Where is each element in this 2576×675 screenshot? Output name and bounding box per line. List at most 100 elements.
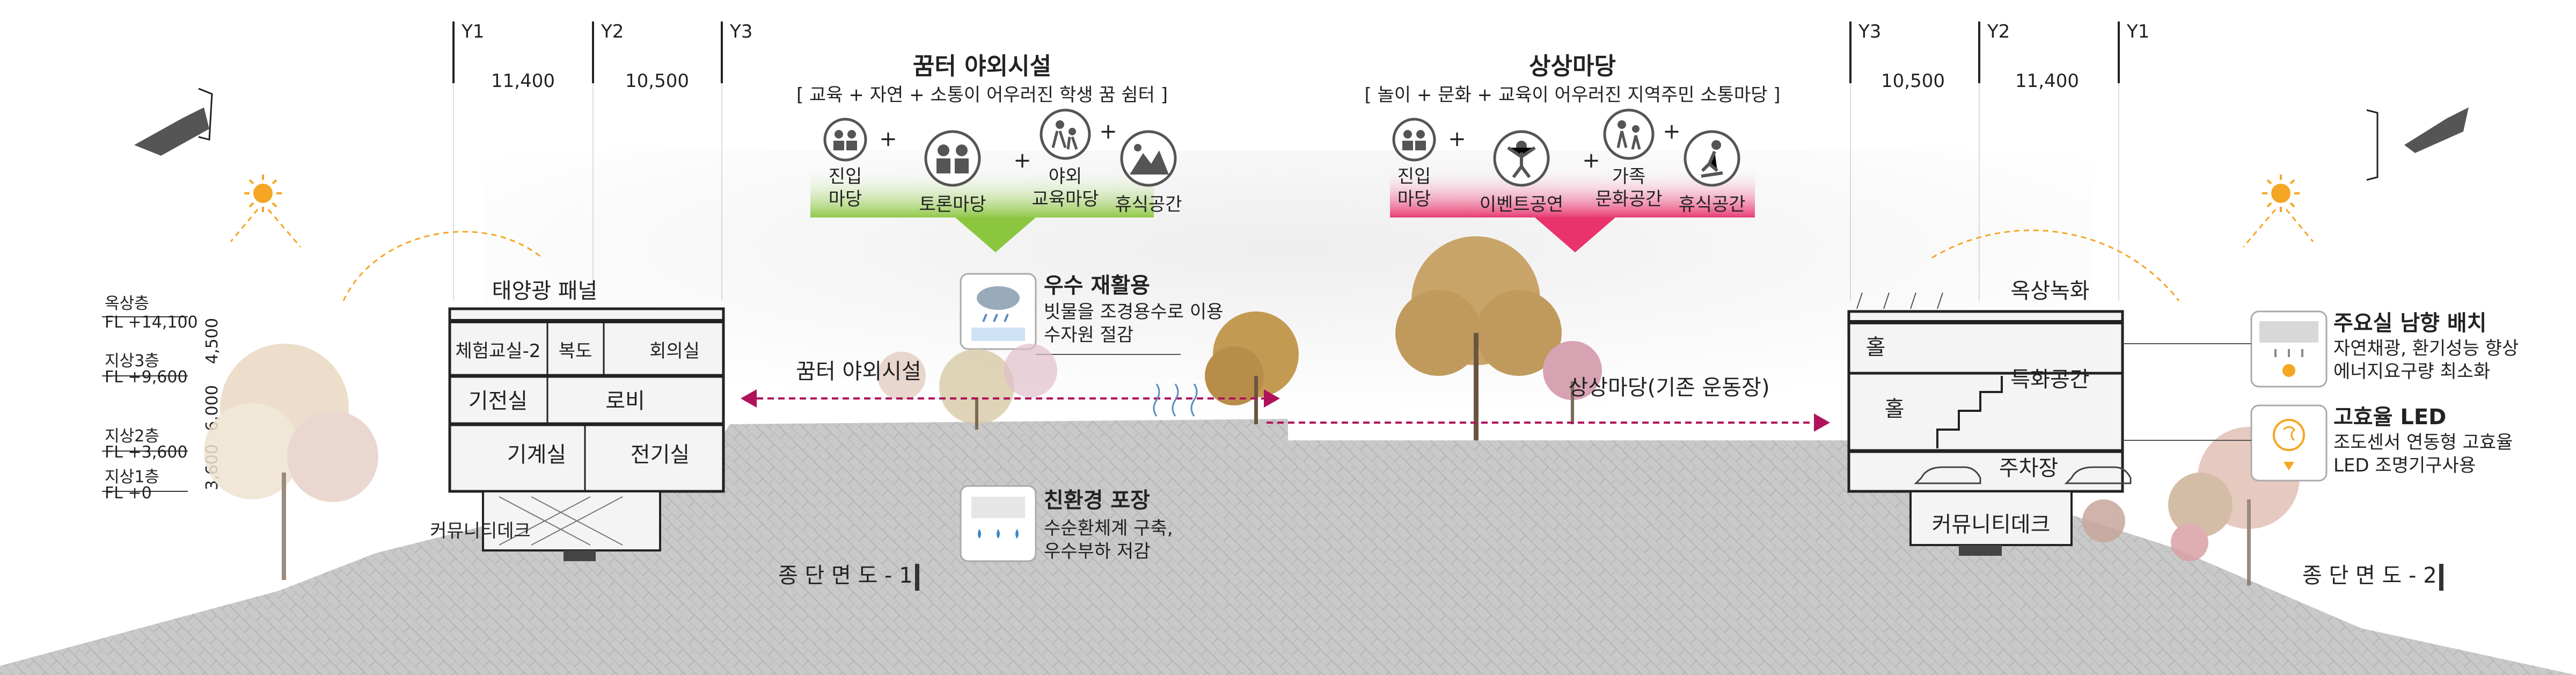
- rainwater-title: 우수 재활용: [1044, 273, 1150, 298]
- paving-title: 친환경 포장: [1044, 488, 1150, 513]
- south-line1: 자연채광, 환기성능 향상: [2333, 338, 2519, 359]
- right-building: [1847, 292, 2132, 556]
- level-roof-name: 옥상층: [105, 294, 149, 313]
- level-roof-fl: FL +14,100: [105, 313, 198, 332]
- height-dim-1: 4,500: [203, 318, 222, 364]
- left-item-1-line1: 진입: [829, 166, 862, 187]
- tree-middle-5: [877, 344, 1057, 400]
- tree-middle-3: [1395, 236, 1562, 440]
- right-zone-label: 상상마당(기존 운동장): [1568, 375, 1769, 400]
- grid-span-right-1: 10,500: [1881, 70, 1945, 92]
- level-1f-fl: FL +0: [105, 484, 152, 503]
- people-pair-icon: [1392, 118, 1436, 162]
- right-item-3-line1: 가족: [1612, 166, 1646, 187]
- discussion-icon: [924, 130, 981, 187]
- paving-callout: [960, 485, 1037, 562]
- led-line2: LED 조명기구사용: [2333, 455, 2476, 476]
- grid-faint-lines: [453, 83, 2119, 301]
- led-bulb-icon: [2273, 419, 2305, 470]
- grid-y3-right: Y3: [1858, 21, 1881, 42]
- led-line1: 조도센서 연동형 고효율: [2333, 432, 2513, 453]
- left-item-4-line1: 휴식공간: [1115, 194, 1182, 215]
- south-line2: 에너지요구량 최소화: [2333, 361, 2490, 382]
- tree-middle-4: [1543, 341, 1602, 424]
- left-program-arrow: [955, 217, 1036, 252]
- plus-sign: +: [1582, 148, 1600, 173]
- view-angle-icon: [2366, 107, 2469, 181]
- outdoor-education-icon: [1040, 108, 1091, 160]
- left-item-2-line1: 토론마당: [919, 194, 986, 215]
- rain-cloud-icon: [971, 286, 1025, 341]
- right-parking: 주차장: [1999, 456, 2058, 481]
- mountain-rest-icon: [1120, 130, 1177, 187]
- grid-span-left-1: 11,400: [491, 70, 555, 92]
- level-3f-name: 지상3층: [105, 352, 159, 371]
- water-flow-lines: [1153, 383, 1198, 417]
- plus-sign: +: [1099, 119, 1117, 144]
- right-community-deck: 커뮤니티데크: [1932, 512, 2051, 537]
- grid-lines-left: [452, 21, 723, 83]
- rainwater-callout: [960, 273, 1181, 355]
- family-culture-icon: [1603, 108, 1655, 160]
- rainwater-line2: 수자원 절감: [1044, 324, 1133, 346]
- south-title: 주요실 남향 배치: [2333, 311, 2486, 336]
- level-1f-name: 지상1층: [105, 468, 159, 487]
- people-pair-icon: [823, 118, 867, 162]
- plus-sign: +: [1013, 148, 1031, 173]
- grid-y1-right: Y1: [2126, 21, 2149, 42]
- right-item-3-line2: 문화공간: [1595, 188, 1662, 210]
- sun-icon: [2262, 175, 2300, 212]
- tree-middle-2: [1205, 311, 1299, 424]
- south-orientation-icon: [2259, 321, 2318, 377]
- tree-middle-1: [939, 349, 1014, 430]
- right-item-2-line1: 이벤트공연: [1480, 194, 1563, 215]
- right-roof-label: 옥상녹화: [2010, 279, 2089, 303]
- led-callout: [2123, 404, 2328, 482]
- left-community-deck: 커뮤니티데크: [430, 520, 531, 542]
- section-label-bar-2: [2439, 564, 2443, 591]
- right-item-1-line1: 진입: [1397, 166, 1431, 187]
- left-program-title: 꿈터 야외시설: [913, 53, 1051, 80]
- left-item-3-line1: 야외: [1049, 166, 1082, 187]
- level-2f-fl: FL +3,600: [105, 443, 188, 462]
- room-class-2: 체험교실-2: [455, 340, 540, 362]
- room-mechanical: 기계실: [507, 442, 566, 467]
- sun-icon: [244, 175, 282, 212]
- right-program-subtitle: [ 놀이 + 문화 + 교육이 어우러진 지역주민 소통마당 ]: [1364, 84, 1780, 106]
- grid-span-right-2: 11,400: [2015, 70, 2079, 92]
- section-label-bar-1: [915, 564, 919, 591]
- left-zone-label: 꿈터 야외시설: [796, 359, 921, 384]
- left-program-band: [810, 166, 1154, 217]
- tree-cluster-left: [204, 344, 378, 580]
- left-program-icons: + + +: [823, 108, 1177, 187]
- plus-sign: +: [1448, 127, 1466, 151]
- level-3f-fl: FL +9,600: [105, 368, 188, 387]
- led-title: 고효율 LED: [2333, 405, 2446, 430]
- right-zone-arrow: [1267, 413, 1830, 432]
- plus-sign: +: [879, 127, 897, 151]
- grid-y3-left: Y3: [729, 21, 752, 42]
- left-roof-label: 태양광 패널: [492, 279, 598, 303]
- paving-line1: 수순환체계 구축,: [1044, 518, 1173, 539]
- left-building: [448, 307, 725, 561]
- ground-section: [0, 419, 2576, 675]
- room-electrical-machine: 기전실: [469, 389, 528, 413]
- right-program-title: 상상마당: [1529, 53, 1616, 80]
- plus-sign: +: [1663, 119, 1681, 144]
- left-zone-arrow: [741, 389, 1280, 408]
- permeable-paving-icon: [971, 497, 1025, 539]
- view-angle-icon: [134, 88, 213, 156]
- room-electrical: 전기실: [631, 442, 690, 467]
- room-corridor: 복도: [559, 340, 592, 362]
- background-haze: [483, 150, 2093, 430]
- grid-lines-right: [1849, 21, 2120, 83]
- sun-path-arcs: [230, 209, 2314, 301]
- left-program-subtitle: [ 교육 + 자연 + 소통이 어우러진 학생 꿈 쉼터 ]: [796, 84, 1168, 106]
- right-program-icons: + + +: [1392, 108, 1740, 187]
- skateboard-rest-icon: [1684, 130, 1740, 187]
- level-markers: [102, 316, 188, 492]
- grid-y2-right: Y2: [1987, 21, 2010, 42]
- room-lobby: 로비: [605, 389, 645, 413]
